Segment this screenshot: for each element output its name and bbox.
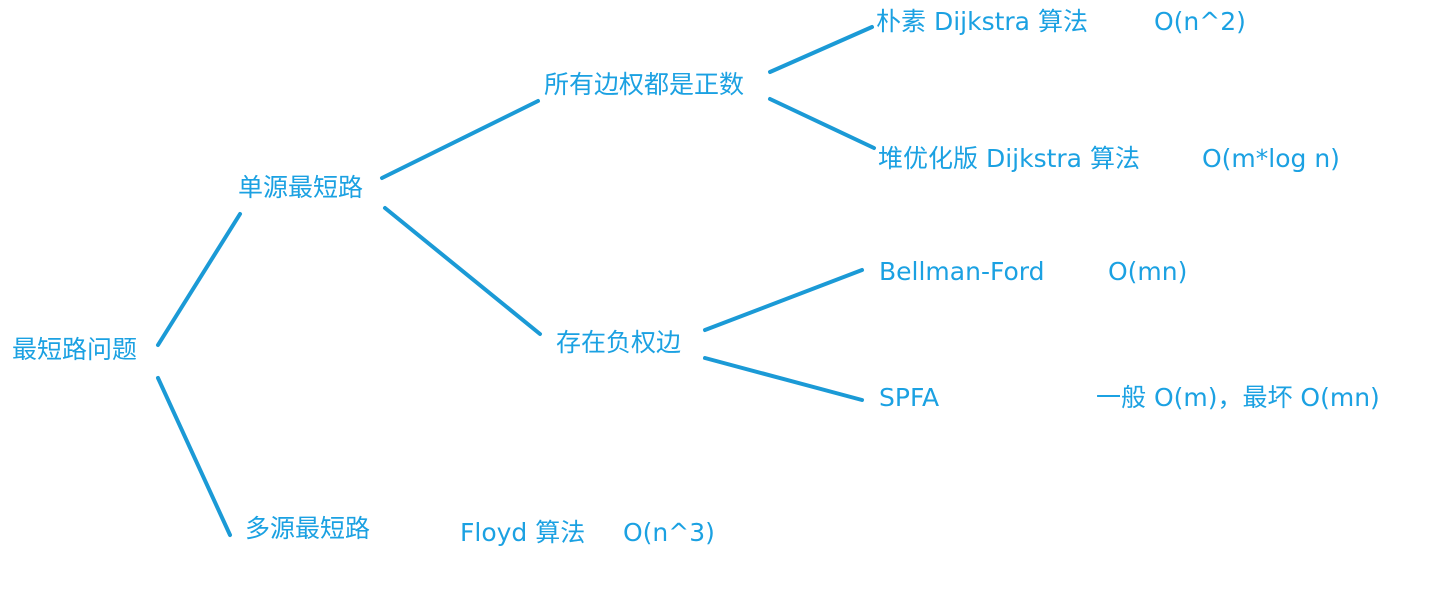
complexity-bellman-ford: O(mn)	[1108, 257, 1188, 286]
edge-has-negative-spfa	[703, 356, 864, 402]
edge-all-positive-heap-dijkstra	[768, 97, 876, 150]
complexity-spfa: 一般 O(m)，最坏 O(mn)	[1096, 383, 1380, 412]
algorithm-naive-dijkstra: 朴素 Dijkstra 算法	[876, 7, 1088, 36]
complexity-naive-dijkstra: O(n^2)	[1154, 7, 1246, 36]
edge-all-positive-naive-dijkstra	[768, 25, 874, 74]
algorithm-heap-dijkstra: 堆优化版 Dijkstra 算法	[878, 144, 1140, 173]
algorithm-bellman-ford: Bellman-Ford	[879, 257, 1045, 286]
edge-single-source-all-positive	[380, 99, 540, 180]
edge-root-single-source	[156, 212, 242, 347]
node-root: 最短路问题	[12, 335, 138, 364]
complexity-heap-dijkstra: O(m*log n)	[1202, 144, 1340, 173]
complexity-floyd: O(n^3)	[623, 518, 715, 547]
node-all-positive: 所有边权都是正数	[544, 70, 745, 99]
algorithm-spfa: SPFA	[879, 383, 940, 412]
node-single-source: 单源最短路	[238, 173, 364, 202]
node-multi-source: 多源最短路	[245, 514, 371, 543]
edge-root-multi-source	[156, 376, 232, 537]
edge-has-negative-bellman-ford	[703, 268, 864, 332]
node-has-negative: 存在负权边	[556, 328, 682, 357]
algorithm-floyd: Floyd 算法	[460, 518, 586, 547]
edge-single-source-has-negative	[383, 206, 542, 336]
